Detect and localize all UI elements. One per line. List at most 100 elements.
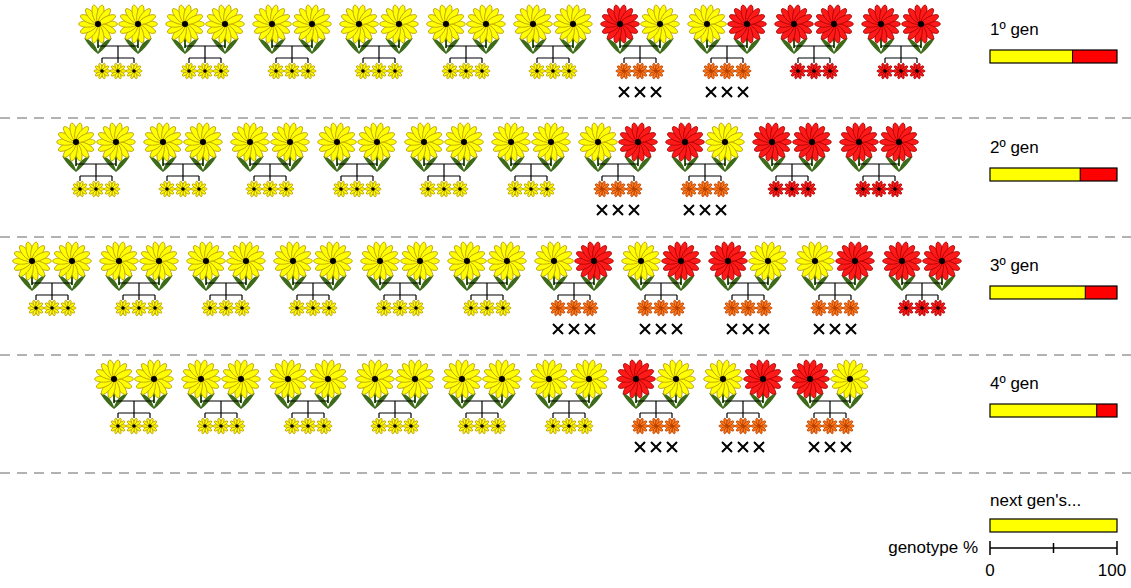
parent-pair bbox=[144, 122, 223, 197]
flower-center bbox=[287, 139, 293, 145]
cross-mark bbox=[613, 205, 623, 215]
parent-pair bbox=[753, 122, 832, 197]
offspring-flower bbox=[436, 181, 452, 197]
flower-center bbox=[334, 139, 340, 145]
offspring-flower bbox=[545, 63, 561, 79]
cross-mark bbox=[706, 87, 716, 97]
offspring-flower bbox=[768, 181, 784, 197]
generation-row bbox=[79, 4, 941, 97]
flower-center bbox=[306, 69, 310, 73]
parent-pair bbox=[492, 122, 571, 197]
parent-pair bbox=[448, 241, 527, 316]
flower-center bbox=[600, 187, 604, 191]
flower-center bbox=[464, 69, 468, 73]
offspring-flower bbox=[784, 181, 800, 197]
flower-center bbox=[377, 69, 381, 73]
offspring-flower bbox=[213, 63, 229, 79]
flower-center bbox=[69, 258, 75, 264]
offspring-flower bbox=[355, 63, 371, 79]
offspring-flower bbox=[44, 300, 60, 316]
cross-connector bbox=[337, 164, 377, 181]
flower-center bbox=[877, 187, 881, 191]
flower-center bbox=[327, 306, 331, 310]
flower-center bbox=[806, 187, 810, 191]
offspring-flower bbox=[197, 63, 213, 79]
offspring-flower bbox=[713, 181, 729, 197]
parent-pair bbox=[318, 122, 397, 197]
generation-separator bbox=[0, 118, 1131, 119]
offspring-flower bbox=[392, 300, 408, 316]
flower-center bbox=[719, 187, 723, 191]
flower-center bbox=[856, 139, 862, 145]
offspring-flower bbox=[681, 181, 697, 197]
flower-center bbox=[426, 187, 430, 191]
parent-pair bbox=[231, 122, 310, 197]
offspring-flower bbox=[719, 63, 735, 79]
parent-flower bbox=[405, 122, 444, 161]
flower-center bbox=[208, 306, 212, 310]
cross-connector bbox=[685, 164, 725, 181]
flower-center bbox=[682, 139, 688, 145]
parent-pair bbox=[601, 4, 680, 97]
flower-center bbox=[551, 69, 555, 73]
flower-center bbox=[309, 21, 315, 27]
parent-pair bbox=[13, 241, 92, 316]
offspring-flower bbox=[523, 181, 539, 197]
cross-connector bbox=[380, 283, 420, 300]
flower-center bbox=[311, 306, 315, 310]
cross-connector bbox=[598, 164, 638, 181]
flower-center bbox=[638, 69, 642, 73]
offspring-flower bbox=[909, 63, 925, 79]
flower-center bbox=[339, 187, 343, 191]
flower-center bbox=[94, 187, 98, 191]
parent-flower bbox=[293, 4, 332, 43]
flower-center bbox=[116, 69, 120, 73]
flower-center bbox=[774, 187, 778, 191]
parent-flower bbox=[187, 241, 226, 280]
parent-pair bbox=[166, 4, 245, 79]
parent-flower bbox=[314, 241, 353, 280]
flower-center bbox=[243, 258, 249, 264]
flower-center bbox=[469, 306, 473, 310]
offspring-flower bbox=[703, 63, 719, 79]
flower-center bbox=[508, 139, 514, 145]
generation-separator bbox=[0, 237, 1131, 238]
offspring-flower bbox=[175, 181, 191, 197]
flower-center bbox=[396, 21, 402, 27]
cross-mark bbox=[684, 205, 694, 215]
flower-center bbox=[268, 187, 272, 191]
flower-center bbox=[744, 21, 750, 27]
parent-flower bbox=[140, 241, 179, 280]
parent-flower bbox=[206, 4, 245, 43]
parent-pair bbox=[361, 241, 440, 316]
offspring-flower bbox=[234, 300, 250, 316]
cross-connector bbox=[163, 164, 203, 181]
flower-center bbox=[893, 187, 897, 191]
parent-flower bbox=[57, 122, 96, 161]
offspring-flower bbox=[495, 300, 511, 316]
offspring-flower bbox=[115, 300, 131, 316]
flower-center bbox=[78, 187, 82, 191]
parent-pair bbox=[340, 4, 419, 79]
parent-pair bbox=[688, 4, 767, 97]
flower-center bbox=[290, 258, 296, 264]
cross-connector bbox=[424, 164, 464, 181]
flower-center bbox=[398, 306, 402, 310]
cross-mark bbox=[738, 87, 748, 97]
parent-flower bbox=[231, 122, 270, 161]
cross-connector bbox=[359, 46, 399, 63]
flower-center bbox=[187, 69, 191, 73]
flower-center bbox=[355, 187, 359, 191]
cross-connector bbox=[707, 46, 747, 63]
flower-center bbox=[121, 306, 125, 310]
cross-connector bbox=[794, 46, 834, 63]
flower-center bbox=[110, 187, 114, 191]
cross-mark bbox=[700, 205, 710, 215]
offspring-flower bbox=[181, 63, 197, 79]
flower-center bbox=[377, 258, 383, 264]
flower-center bbox=[203, 258, 209, 264]
flower-center bbox=[464, 258, 470, 264]
parent-pair bbox=[775, 4, 854, 79]
flower-center bbox=[240, 306, 244, 310]
cross-mark bbox=[722, 87, 732, 97]
